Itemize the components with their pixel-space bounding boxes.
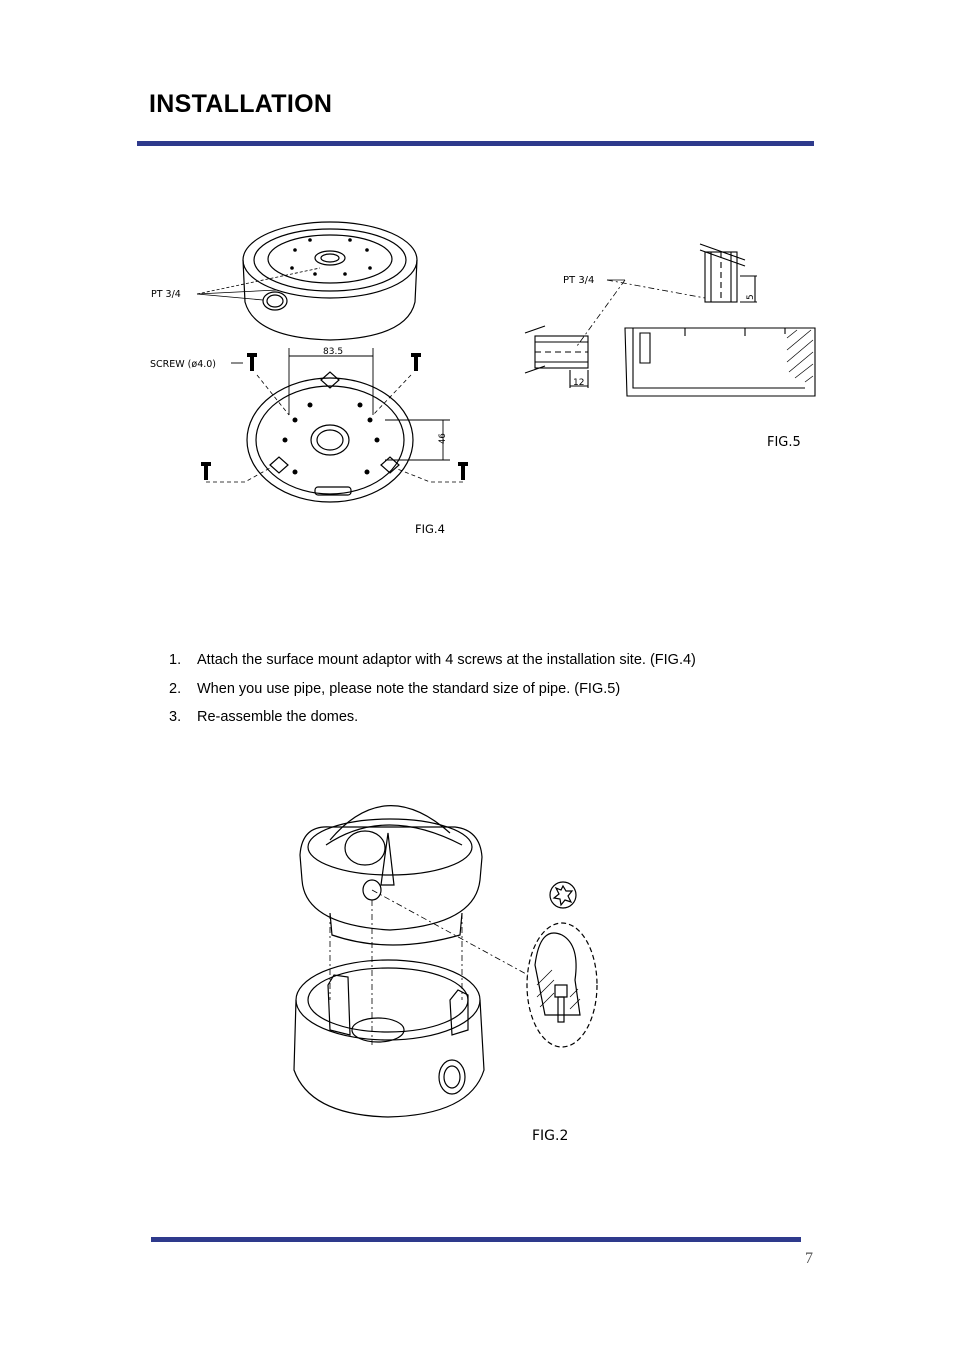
- fig5-dim-a: 5: [746, 294, 756, 300]
- fig2-drawing: FIG.2: [293, 805, 598, 1144]
- fig2-caption: FIG.2: [532, 1128, 568, 1144]
- fig5-dim-b: 12: [573, 378, 584, 388]
- fig4-pipe-label: PT 3/4: [151, 289, 181, 300]
- instruction-list: 1. Attach the surface mount adaptor with …: [169, 652, 696, 738]
- list-item: 2. When you use pipe, please note the sta…: [169, 681, 696, 710]
- fig4-mount-base: [246, 377, 414, 503]
- fig4-dim-height: 46: [438, 433, 448, 444]
- list-item: 1. Attach the surface mount adaptor with …: [169, 652, 696, 681]
- fig5-pipe-label: PT 3/4: [563, 275, 594, 286]
- page-number: 7: [805, 1250, 813, 1267]
- fig5-caption: FIG.5: [767, 435, 801, 450]
- fig4-drawing: PT 3/4 83.5 46 SCREW (ø4.0): [150, 221, 468, 536]
- fig4-caption: FIG.4: [415, 522, 445, 536]
- fig5-drawing: PT 3/4 5 12 FIG.5: [524, 243, 816, 450]
- step-text: Re-assemble the domes.: [197, 709, 359, 725]
- fig4-screw-label: SCREW (ø4.0): [150, 359, 216, 370]
- list-item: 3. Re-assemble the domes.: [169, 709, 696, 738]
- fig2-detail-view: [526, 922, 598, 1048]
- step-text: When you use pipe, please note the stand…: [197, 680, 621, 697]
- step-number: 3.: [169, 709, 182, 725]
- page-title: INSTALLATION: [149, 90, 333, 118]
- fig4-pipe-hole: [262, 291, 288, 311]
- fig2-torx-icon: [549, 881, 577, 909]
- fig4-dim-width: 83.5: [323, 347, 343, 357]
- step-number: 1.: [169, 652, 182, 668]
- step-text: Attach the surface mount adaptor with 4 …: [197, 652, 696, 668]
- step-number: 2.: [169, 680, 182, 697]
- fig4-mount-top-rim: [242, 221, 418, 299]
- fig4-screw-icons: [201, 353, 468, 480]
- footer-rule: [151, 1237, 801, 1242]
- header-rule: [137, 141, 814, 146]
